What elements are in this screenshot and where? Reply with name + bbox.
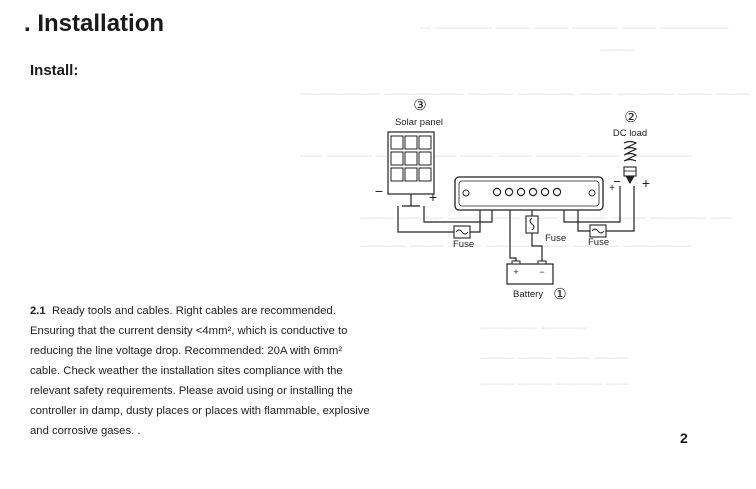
bleed-through-decoration: ————— ———— [480, 322, 588, 334]
title-bullet: . [24, 10, 31, 37]
solar-panel-number: ③ [413, 97, 426, 114]
fuse-label-load: Fuse [588, 237, 609, 248]
bleed-through-decoration: ——— ———— ——— ——— ——— ———— ——— ————— —— [360, 212, 734, 224]
dc-load-plus: + [642, 175, 650, 191]
bleed-through-decoration: ——— ——— ——— ——— [480, 352, 629, 364]
section-subtitle: Install: [30, 62, 79, 79]
dc-load-label: DC load [613, 128, 647, 139]
dc-load-icon: ② DC load [613, 109, 647, 185]
dc-load-minus: − [613, 174, 621, 189]
bleed-through-decoration: ——— [600, 44, 635, 56]
solar-panel-label: Solar panel [395, 117, 443, 128]
bleed-through-decoration: ——————— ——————— ———— ————— ——— ————— ———… [300, 88, 751, 100]
paragraph-text: Ready tools and cables. Right cables are… [30, 305, 370, 437]
charge-controller [454, 176, 604, 211]
battery-plus: + [513, 267, 518, 277]
instruction-paragraph: 2.1 Ready tools and cables. Right cables… [30, 301, 370, 441]
controller-terminal-plus: + [609, 183, 615, 194]
fuse-icon [525, 215, 539, 234]
battery-number: ① [553, 286, 566, 303]
paragraph-number: 2.1 [30, 305, 46, 317]
fuse-label-battery: Fuse [545, 233, 566, 244]
solar-panel-minus: − [375, 183, 383, 199]
solar-panel-plus: + [429, 189, 437, 205]
battery-icon [506, 260, 554, 285]
page-number: 2 [680, 430, 688, 446]
fuse-label-solar: Fuse [453, 239, 474, 250]
dc-load-number: ② [624, 109, 637, 126]
bleed-through-decoration: — ————— ——— ——— ———— ——— —————— [420, 22, 729, 34]
bleed-through-decoration: ——— ——— ———— —— [480, 378, 629, 390]
page-title: . Installation [24, 10, 164, 38]
fuse-icon [589, 224, 607, 238]
battery-label: Battery [513, 289, 543, 300]
bleed-through-decoration: ———— ——— ——— ———— ——— ———— —————— [360, 240, 692, 252]
fuse-icon [453, 225, 471, 239]
wiring-lines [397, 186, 635, 264]
battery-minus: − [539, 267, 544, 277]
title-text: Installation [37, 10, 165, 37]
solar-panel-icon: ③ Solar panel [387, 97, 443, 207]
